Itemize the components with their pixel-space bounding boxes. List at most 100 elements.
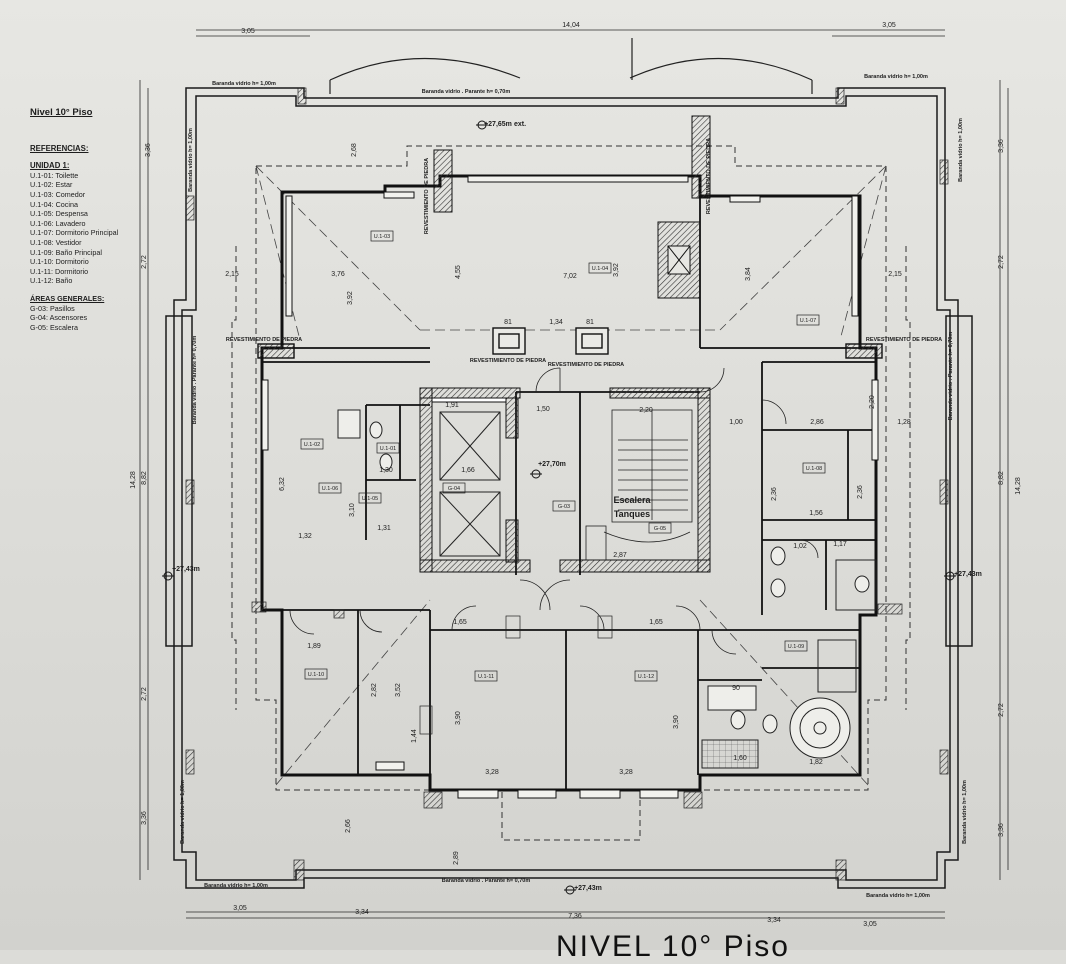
dim-w-131: 1,31 <box>377 525 391 532</box>
exterior-walls <box>260 174 878 792</box>
dim-row-376: 3,76 <box>331 271 345 278</box>
dim-h-236b: 2,36 <box>857 485 864 499</box>
room-tag-box <box>474 670 498 682</box>
label-stair-escalera: Escalera <box>613 495 651 505</box>
dim-h-352: 3,52 <box>395 683 402 697</box>
dim-h-144: 1,44 <box>411 729 418 743</box>
unit-legend-item: U.1-08: Vestidor <box>30 237 82 247</box>
room-tag-u110: U.1-10 <box>308 672 325 678</box>
general-area-legend-item: G-03: Pasillos <box>30 303 75 313</box>
dim-right-mid-top: 2,72 <box>998 255 1005 269</box>
room-tag-box <box>802 462 826 474</box>
label-stone-center-b: REVESTIMIENTO DE PIEDRA <box>548 362 624 368</box>
label-baranda-top-center: Baranda vidrio . Parante h= 0,70m <box>422 89 511 95</box>
label-stone-col-b: REVESTIMIENTO DE PIEDRA <box>706 138 712 214</box>
room-tag-u111: U.1-11 <box>478 674 494 680</box>
unit-legend-item: U.1-01: Toilette <box>30 170 79 180</box>
dim-w-156: 1,56 <box>809 510 823 517</box>
room-tag-box <box>358 492 382 504</box>
level-markers <box>162 120 956 895</box>
dim-top-right: 3,05 <box>882 22 896 29</box>
room-tag-box <box>300 438 324 450</box>
dim-row-215-right: 2,15 <box>888 271 902 278</box>
label-baranda-side-rb: Baranda vidrio h= 1,00m <box>962 780 968 844</box>
room-tag-u112: U.1-12 <box>638 674 655 680</box>
room-tag-box <box>648 522 672 534</box>
dim-bottom-1: 3,05 <box>233 905 247 912</box>
unit-legend-item: U.1-12: Baño <box>30 276 73 286</box>
dim-bottom-5: 3,05 <box>863 921 877 928</box>
balcony-arcs <box>329 38 813 94</box>
label-baranda-left-top: Baranda vidrio h= 1,00m <box>212 81 276 87</box>
room-tags: U.1-03U.1-02U.1-04U.1-07U.1-01U.1-06U.1-… <box>300 230 826 682</box>
dim-right-top: 3,36 <box>998 139 1005 153</box>
room-tag-g04: G-04 <box>448 486 460 492</box>
room-tag-u101: U.1-01 <box>380 446 397 452</box>
roof-diagonals <box>255 165 887 786</box>
room-tag-box <box>376 442 400 454</box>
room-tag-u105: U.1-05 <box>362 496 379 502</box>
door-swings <box>289 367 819 655</box>
dim-left-inner: 8,82 <box>141 471 148 485</box>
room-tag-u104: U.1-04 <box>592 266 609 272</box>
unit-legend-item: U.1-02: Estar <box>30 180 73 190</box>
chimney-column <box>433 115 711 299</box>
dim-h-220: 2,20 <box>869 395 876 409</box>
label-level-center: +27,70m <box>538 461 566 468</box>
dim-w-102: 1,02 <box>793 543 807 550</box>
dim-left-mid-bot: 2,72 <box>141 687 148 701</box>
dim-h-392a: 3,92 <box>347 291 354 305</box>
room-tag-box <box>784 640 808 652</box>
label-stone-center-a: REVESTIMIENTO DE PIEDRA <box>470 358 546 364</box>
room-tag-box <box>552 500 576 512</box>
unit-legend-item: U.1-05: Despensa <box>30 209 88 219</box>
label-level-top: +27,65m <box>484 121 512 128</box>
dim-right-total: 14,28 <box>1015 477 1022 495</box>
dim-w-182: 1,82 <box>809 759 823 766</box>
room-tag-u103: U.1-03 <box>374 234 391 240</box>
label-level-top-suffix: ext. <box>514 121 526 128</box>
label-baranda-side-rt: Baranda vidrio h= 1,00m <box>958 118 964 182</box>
dim-w-328a: 3,28 <box>485 769 499 776</box>
label-level-bottom: +27,43m <box>574 885 602 892</box>
dim-w-165b: 1,65 <box>649 619 663 626</box>
unit-legend-item: U.1-07: Dormitorio Principal <box>30 228 119 238</box>
dim-top-left: 3,05 <box>241 28 255 35</box>
general-area-legend-item: G-04: Ascensores <box>30 313 88 323</box>
dim-corridor-150: 1,50 <box>536 406 550 413</box>
room-tag-u102: U.1-02 <box>304 442 321 448</box>
dim-left-top: 3,36 <box>145 143 152 157</box>
dim-top-total: 14,04 <box>562 22 580 29</box>
label-baranda-side-lm: Baranda vidrio . Parante h= 0,70m <box>192 336 198 425</box>
label-level-left: +27,43m <box>172 566 200 573</box>
bathroom-fixtures <box>337 409 877 769</box>
dim-left-total: 14,28 <box>130 471 137 489</box>
room-tag-u108: U.1-08 <box>806 466 823 472</box>
unit-legend-item: U.1-11: Dormitorio <box>30 266 89 276</box>
dim-w-117: 1,17 <box>833 541 847 548</box>
dim-w-165a: 1,65 <box>453 619 467 626</box>
unit-legend-item: U.1-10: Dormitorio <box>30 257 89 267</box>
label-level-right: +27,43m <box>954 571 982 578</box>
dim-h-282: 2,82 <box>371 683 378 697</box>
unit-legend-item: U.1-09: Baño Principal <box>30 247 102 257</box>
dim-h-289: 2,89 <box>453 851 460 865</box>
dim-stair-220: 2,20 <box>639 407 653 414</box>
dim-w-134: 1,34 <box>549 319 563 326</box>
label-stone-col-a: REVESTIMIENTO DE PIEDRA <box>424 158 430 234</box>
dim-stair-287: 2,87 <box>613 552 627 559</box>
dim-lift-166: 1,66 <box>461 467 475 474</box>
dim-bottom-4: 3,34 <box>767 917 781 924</box>
dim-h-268: 2,68 <box>351 143 358 157</box>
dim-right-inner: 8,82 <box>998 471 1005 485</box>
label-stair-tanques: Tanques <box>614 509 650 519</box>
detail-marks <box>185 87 949 881</box>
dim-h-390b: 3,90 <box>673 715 680 729</box>
general-areas-title: ÁREAS GENERALES: <box>30 293 105 303</box>
unit-legend-item: U.1-04: Cocina <box>30 199 78 209</box>
dim-h-384: 3,84 <box>745 267 752 281</box>
dim-h-236a: 2,36 <box>771 487 778 501</box>
label-stone-left: REVESTIMIENTO DE PIEDRA <box>226 337 302 343</box>
